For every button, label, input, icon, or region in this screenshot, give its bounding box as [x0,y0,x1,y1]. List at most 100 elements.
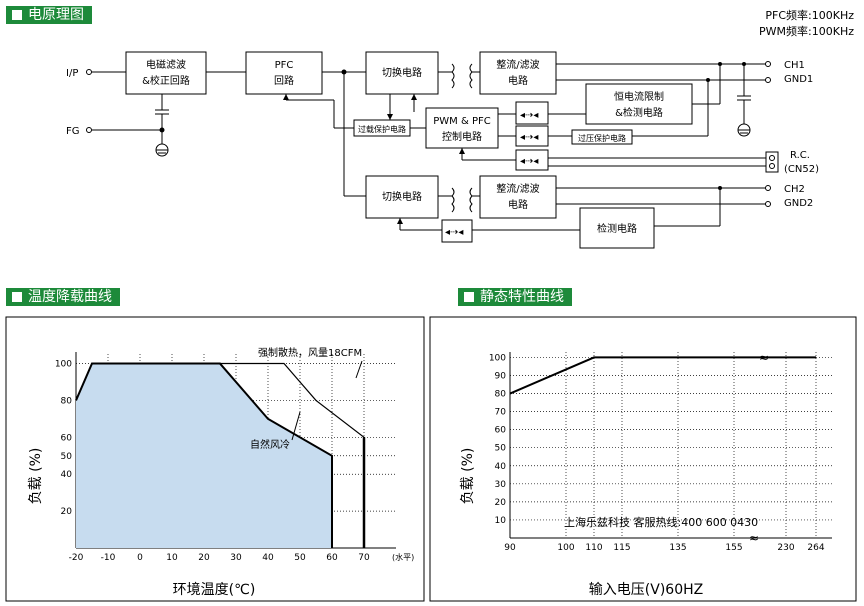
y-tick-label: 80 [61,396,73,406]
y-tick-label: 20 [495,498,507,508]
square-icon [464,292,474,302]
rect2-label-1: 整流/滤波 [496,182,539,195]
axis-break-icon: ≈ [749,531,759,545]
pfc-frequency: PFC频率:100KHz [765,9,854,22]
opto-icon: ◂⇢◂ [520,110,538,121]
gnd1-label: GND1 [784,74,813,85]
annotation-pointer [355,360,363,379]
section-title: 温度降载曲线 [28,289,112,305]
cn52-label: (CN52) [784,164,819,175]
opto-1 [515,101,549,125]
ip-label: I/P [66,68,78,79]
cc-label-2: &检测电路 [615,106,663,119]
x-unit-label: (水平) [392,552,414,562]
y-tick-label: 50 [61,452,73,462]
y-axis-label: 负载 (%) [28,448,44,505]
schematic-diagram: ◂⇢◂ ◂⇢◂ ◂⇢◂ ◂⇢◂ I/P FG 电磁滤波 &校正回路 PFC 回路… [66,51,819,249]
opto-4 [441,219,473,243]
gnd2-label: GND2 [784,198,813,209]
section-title: 静态特性曲线 [480,289,564,305]
ch2-label: CH2 [784,184,805,195]
x-tick-label: -10 [101,553,116,563]
ocp-label: 过载保护电路 [358,124,406,134]
fg-label: FG [66,126,80,137]
rect1-label-2: 电路 [508,74,528,87]
x-axis-label: 输入电压(V)60HZ [589,582,703,598]
frequency-info: PFC频率:100KHz PWM频率:100KHz [759,8,854,40]
y-tick-label: 40 [61,470,73,480]
rc-label: R.C. [790,150,810,161]
chart-frame [429,316,857,602]
x-tick-label: 30 [230,553,242,563]
y-tick-label: 10 [495,516,507,526]
y-tick-label: 50 [495,444,507,454]
watermark: 上海乐兹科技 客服热线:400 600 0430 [564,515,758,529]
natural-cooling-label: 自然风冷 [250,438,290,451]
x-tick-label: 230 [777,543,794,553]
x-tick-label: 155 [725,543,742,553]
switch1-label: 切换电路 [382,66,422,79]
emi-label-1: 电磁滤波 [146,58,186,71]
square-icon [12,10,22,20]
x-tick-label: 0 [137,553,143,563]
x-tick-label: 10 [166,553,178,563]
x-tick-label: 115 [613,543,630,553]
section-header-schematic: 电原理图 [6,6,92,24]
x-tick-label: 50 [294,553,306,563]
y-tick-label: 80 [495,390,507,400]
pfc-label-1: PFC [275,60,294,71]
pwm-label-2: 控制电路 [442,130,482,143]
load-line [509,356,816,395]
opto-icon: ◂⇢◂ [445,227,463,238]
x-tick-label: 110 [585,543,602,553]
square-icon [12,292,22,302]
rect2-label-2: 电路 [508,198,528,211]
pwm-frequency: PWM频率:100KHz [759,25,854,38]
section-header-derating: 温度降载曲线 [6,288,120,306]
y-tick-label: 60 [495,426,507,436]
x-tick-label: -20 [69,553,84,563]
x-tick-label: 70 [358,553,370,563]
x-tick-label: 135 [669,543,686,553]
annotation-pointer [291,411,301,441]
x-tick-label: 264 [807,543,824,553]
y-tick-label: 100 [55,360,72,370]
x-axis-label: 环境温度(℃) [173,582,256,598]
x-tick-label: 100 [557,543,574,553]
rect2-box [479,175,557,219]
opto-icon: ◂⇢◂ [520,132,538,143]
emi-filter-box [125,51,207,95]
rect1-label-1: 整流/滤波 [496,58,539,71]
switch2-box [365,175,439,219]
y-tick-label: 20 [61,507,73,517]
x-tick-label: 40 [262,553,274,563]
y-tick-label: 90 [495,371,507,381]
x-tick-label: 60 [326,553,338,563]
y-tick-label: 40 [495,462,507,472]
detect-label: 检测电路 [597,222,637,235]
opto-icon: ◂⇢◂ [520,156,538,167]
section-header-static: 静态特性曲线 [458,288,572,306]
ovp-box [571,129,633,145]
x-tick-label: 20 [198,553,210,563]
y-tick-label: 100 [489,353,506,363]
rect1-box [479,51,557,95]
detect-box [579,207,655,249]
ovp-label: 过压保护电路 [578,133,626,143]
y-tick-label: 60 [61,433,73,443]
y-tick-label: 70 [495,408,507,418]
emi-label-2: &校正回路 [142,74,190,87]
pfc-box [245,51,323,95]
natural-cooling-area [76,363,332,548]
pfc-label-2: 回路 [274,74,294,87]
y-axis-label: 负载 (%) [460,448,476,505]
derating-chart: -20 -10 0 10 20 30 40 50 60 70 20 40 50 60 80 100 强制散热，… [5,316,425,602]
switch2-label: 切换电路 [382,190,422,203]
chart-frame [5,316,425,602]
section-title: 电原理图 [28,7,84,23]
switch1-box [365,51,439,95]
pwm-label-1: PWM & PFC [433,116,490,127]
forced-cooling-label: 强制散热，风量18CFM [258,346,362,359]
y-tick-label: 30 [495,480,507,490]
